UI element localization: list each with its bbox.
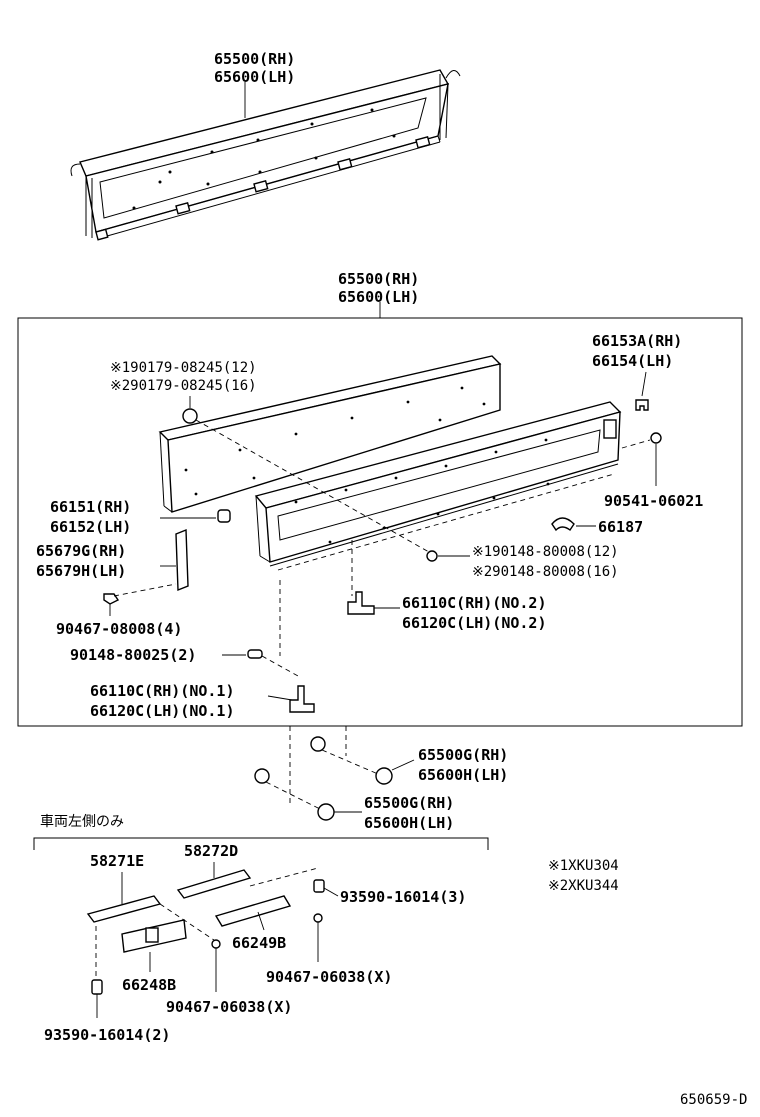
left-side-only-bracket (33, 837, 489, 850)
label-65500-rh-box: 65500(RH) (338, 270, 419, 288)
label-66110c-rh-no1: 66110C(RH)(NO.1) (90, 682, 235, 700)
screw-93590-2-part (91, 979, 103, 995)
label-screw-190179: ※190179-08245(12) (110, 360, 257, 376)
label-bolt-190148: ※190148-80008(12) (472, 544, 619, 560)
label-58271e: 58271E (90, 852, 144, 870)
side-gate-panel-top (70, 69, 461, 241)
bracket-66248b-clip (145, 927, 159, 943)
reflector-58272d-part (176, 869, 252, 899)
label-93590-16014-2: 93590-16014(2) (44, 1026, 170, 1044)
pin-65500g-lower-part (317, 803, 335, 821)
bushing-upper-part (310, 736, 326, 752)
bolt-90467-08008-part (103, 593, 120, 605)
label-65679h-lh: 65679H(LH) (36, 562, 126, 580)
hinge-66110c-no1-part (289, 685, 315, 713)
label-65500g-rh-2: 65500G(RH) (364, 794, 454, 812)
label-66154-lh: 66154(LH) (592, 352, 673, 370)
screw-93590-3-part (313, 879, 325, 893)
label-66110c-rh-no2: 66110C(RH)(NO.2) (402, 594, 547, 612)
label-left-side-only: 車両左側のみ (40, 813, 124, 830)
bolt-90467-06038-left-part (211, 939, 221, 949)
label-90148-80025: 90148-80025(2) (70, 646, 196, 664)
label-65600-lh-box: 65600(LH) (338, 288, 419, 306)
label-65679g-rh: 65679G(RH) (36, 542, 126, 560)
bolt-90541-part (650, 432, 662, 444)
bolt-90148-part (247, 649, 263, 659)
label-65600h-lh-1: 65600H(LH) (418, 766, 508, 784)
label-66248b: 66248B (122, 976, 176, 994)
label-66152-lh: 66152(LH) (50, 518, 131, 536)
inner-board (158, 355, 502, 513)
label-66187: 66187 (598, 518, 643, 536)
label-90467-06038-right: 90467-06038(X) (266, 968, 392, 986)
label-66151-rh: 66151(RH) (50, 498, 131, 516)
bolt-90467-06038-right-part (313, 913, 323, 923)
label-90541-06021: 90541-06021 (604, 492, 703, 510)
label-65600-lh-top: 65600(LH) (214, 68, 295, 86)
diagram-code: 650659-D (680, 1092, 747, 1108)
label-93590-16014-3: 93590-16014(3) (340, 888, 466, 906)
label-65500g-rh-1: 65500G(RH) (418, 746, 508, 764)
hinge-66110c-no2-part (347, 591, 375, 615)
gate-frame (254, 401, 622, 567)
label-66153a-rh: 66153A(RH) (592, 332, 682, 350)
label-bolt-290148: ※290148-80008(16) (472, 564, 619, 580)
label-screw-290179: ※290179-08245(16) (110, 378, 257, 394)
bushing-lower-part (254, 768, 270, 784)
label-66120c-lh-no1: 66120C(LH)(NO.1) (90, 702, 235, 720)
reflector-58271e-part (86, 895, 162, 923)
label-66120c-lh-no2: 66120C(LH)(NO.2) (402, 614, 547, 632)
bracket-66249b-part (214, 895, 292, 927)
cushion-66187-part (551, 517, 575, 532)
label-65500-rh-top: 65500(RH) (214, 50, 295, 68)
label-58272d: 58272D (184, 842, 238, 860)
pin-65500g-upper-part (375, 767, 393, 785)
bolt-190148-part (426, 550, 438, 562)
label-90467-06038-left: 90467-06038(X) (166, 998, 292, 1016)
hinge-plate-65679g-part (175, 528, 189, 592)
label-65600h-lh-2: 65600H(LH) (364, 814, 454, 832)
note-1xku304: ※1XKU304 (548, 858, 619, 874)
label-66249b: 66249B (232, 934, 286, 952)
screw-part (182, 408, 198, 424)
bracket-66151-part (217, 509, 231, 523)
label-90467-08008: 90467-08008(4) (56, 620, 182, 638)
note-2xku344: ※2XKU344 (548, 878, 619, 894)
clip-66153a-part (635, 399, 649, 411)
